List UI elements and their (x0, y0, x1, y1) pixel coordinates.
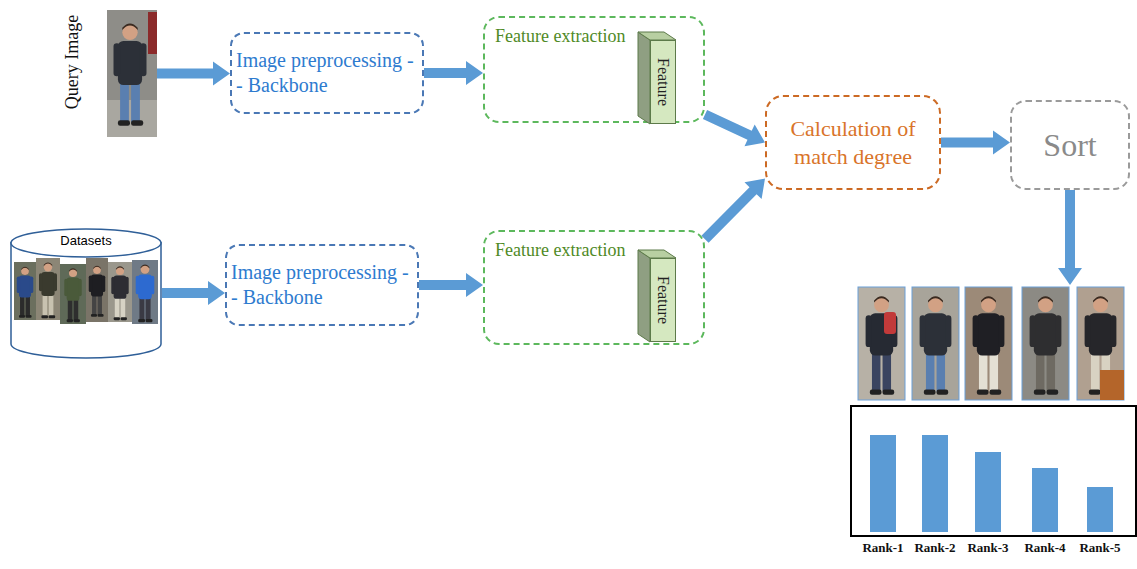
flow-arrow (424, 61, 483, 85)
process-box: Image preprocessing -- Backbone (225, 244, 419, 326)
rank-label: Rank-5 (1079, 540, 1120, 556)
ranking-result: Rank-1 Rank-2 Rank-3 Rank-4 Rank-5 (850, 285, 1137, 557)
flow-arrow (419, 273, 483, 297)
flow-arrow (1058, 190, 1082, 285)
rank-label: Rank-4 (1024, 540, 1065, 556)
score-chart (851, 406, 1136, 536)
process-box: Calculation of match degree (765, 95, 941, 190)
process-box: Feature extractionFeature (483, 230, 705, 345)
block-side (638, 250, 650, 342)
rank-label: Rank-1 (862, 540, 903, 556)
flow-arrow (162, 281, 225, 305)
database-cylinder: Datasets (10, 228, 162, 358)
node-label: Feature (654, 58, 672, 106)
node-label: Sort (1043, 127, 1096, 164)
flow-arrow (941, 131, 1010, 155)
process-box: Feature extractionFeature (483, 16, 705, 123)
node-label: Image preprocessing -- Backbone (231, 260, 413, 310)
process-box: Sort (1010, 100, 1130, 190)
rank-label: Rank-3 (967, 540, 1008, 556)
node-label: Calculation of match degree (773, 115, 933, 170)
node-label: Query Image (62, 15, 83, 109)
cylinder-top (11, 229, 161, 257)
query-image: Query Image (107, 10, 157, 137)
node-label: Feature (654, 276, 672, 324)
block-side (638, 32, 650, 124)
rank-label: Rank-2 (914, 540, 955, 556)
query-photo (107, 10, 157, 137)
cylinder-side (11, 242, 161, 358)
ranked-images (858, 287, 1124, 400)
node-label: Image preprocessing -- Backbone (236, 48, 418, 98)
flow-arrow (703, 110, 765, 146)
block-top (638, 32, 676, 40)
feature-block: Feature (650, 40, 676, 124)
block-top (638, 250, 676, 258)
process-box: Image preprocessing -- Backbone (230, 32, 424, 114)
feature-block: Feature (650, 258, 676, 342)
flow-arrow (157, 62, 230, 86)
dataset-collage (14, 258, 158, 324)
node-label: Datasets (10, 233, 162, 248)
flow-arrow (701, 179, 765, 243)
